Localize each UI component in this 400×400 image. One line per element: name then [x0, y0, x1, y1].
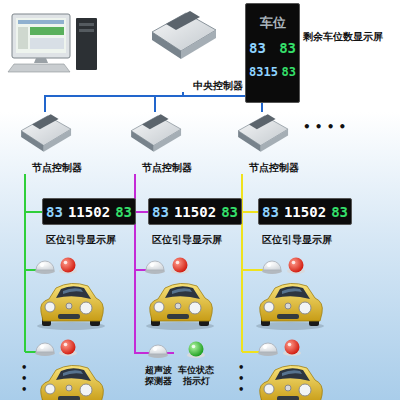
display-digits: 83 — [262, 204, 279, 220]
led-panel: 83 11502 83 — [258, 198, 352, 225]
zone-guidance-display: 83 11502 83 区位引导显示屏 — [148, 198, 242, 246]
display-digits: 83 — [331, 204, 348, 220]
node-controller: 节点控制器 — [235, 112, 305, 174]
node-label: 区位引导显示屏 — [152, 234, 222, 245]
node-label: 超声波 探测器 — [145, 365, 172, 386]
ellipsis-mark: • • • — [238, 362, 246, 395]
zone-guidance-display: 83 11502 83 区位引导显示屏 — [258, 198, 352, 246]
display-digits: 83 — [152, 204, 169, 220]
display-digits: 83 — [282, 65, 296, 79]
connector-wire — [155, 92, 183, 112]
display-digits: 11502 — [174, 204, 216, 220]
node-label: 节点控制器 — [249, 162, 299, 173]
connector-wire — [135, 174, 148, 212]
node-controller: 节点控制器 — [128, 112, 198, 174]
display-digits: 83 — [115, 204, 132, 220]
node-label: 区位引导显示屏 — [46, 234, 116, 245]
indicator-light — [174, 341, 218, 363]
node-label: 车位状态 指示灯 — [178, 365, 214, 386]
controller-device — [128, 112, 183, 156]
node-label: 剩余车位数显示屏 — [303, 31, 383, 42]
ultrasonic-sensor: 超声波 探测器 — [142, 341, 174, 399]
connector-wire — [45, 92, 183, 112]
node-label: 区位引导显示屏 — [262, 234, 332, 245]
display-digits: 11502 — [68, 204, 110, 220]
display-digits: 83 — [249, 40, 266, 56]
status-indicator: 车位状态 指示灯 — [174, 341, 218, 399]
led-panel: 83 11502 83 — [42, 198, 136, 225]
controller-device — [18, 112, 73, 156]
display-digits: 83 — [279, 40, 296, 56]
node-controller: 节点控制器 — [18, 112, 88, 174]
display-digits: 83 — [221, 204, 238, 220]
led-panel: 车位8383831583 — [245, 3, 300, 103]
zone-guidance-display: 83 11502 83 区位引导显示屏 — [42, 198, 136, 246]
central-controller: 中央控制器 — [148, 8, 243, 92]
connector-wire — [242, 174, 258, 212]
ellipsis-mark: • • • — [21, 362, 29, 395]
display-digits: 车位 — [260, 14, 286, 32]
node-label: 中央控制器 — [193, 80, 243, 91]
controller-device — [235, 112, 290, 156]
display-digits: 11502 — [284, 204, 326, 220]
sensor-dome — [142, 341, 174, 363]
node-label: 节点控制器 — [142, 162, 192, 173]
connector-wire — [25, 174, 42, 212]
remaining-spaces-display: 车位8383831583剩余车位数显示屏 — [245, 3, 400, 108]
display-digits: 8315 — [249, 65, 278, 79]
node-label: 节点控制器 — [32, 162, 82, 173]
ellipsis-mark: • • • • — [303, 122, 363, 133]
display-digits: 83 — [46, 204, 63, 220]
connector-wire — [135, 174, 142, 353]
led-panel: 83 11502 83 — [148, 198, 242, 225]
controller-device — [148, 8, 218, 66]
